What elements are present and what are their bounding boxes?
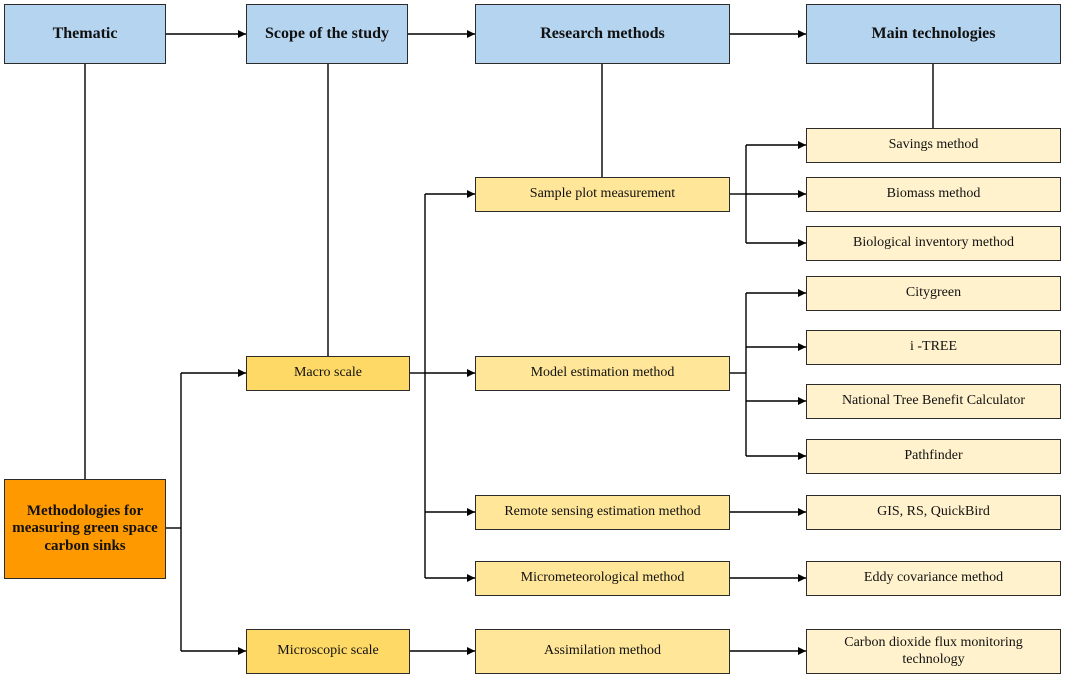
tech-biological-inventory: Biological inventory method (806, 226, 1061, 261)
tech-eddy-covariance: Eddy covariance method (806, 561, 1061, 596)
method-model-estimation: Model estimation method (475, 356, 730, 391)
tech-itree: i -TREE (806, 330, 1061, 365)
method-assimilation: Assimilation method (475, 629, 730, 674)
method-micrometeorological: Micrometeorological method (475, 561, 730, 596)
header-scope: Scope of the study (246, 4, 408, 64)
tech-gis-rs-quickbird: GIS, RS, QuickBird (806, 495, 1061, 530)
scope-micro: Microscopic scale (246, 629, 410, 674)
header-main-technologies: Main technologies (806, 4, 1061, 64)
header-research-methods: Research methods (475, 4, 730, 64)
tech-co2-flux-monitoring: Carbon dioxide flux monitoring technolog… (806, 629, 1061, 674)
tech-biomass: Biomass method (806, 177, 1061, 212)
tech-savings: Savings method (806, 128, 1061, 163)
tech-national-tree-benefit-calculator: National Tree Benefit Calculator (806, 384, 1061, 419)
root-node: Methodologies for measuring green space … (4, 479, 166, 579)
method-remote-sensing: Remote sensing estimation method (475, 495, 730, 530)
tech-citygreen: Citygreen (806, 276, 1061, 311)
tech-pathfinder: Pathfinder (806, 439, 1061, 474)
method-sample-plot: Sample plot measurement (475, 177, 730, 212)
scope-macro: Macro scale (246, 356, 410, 391)
header-thematic: Thematic (4, 4, 166, 64)
